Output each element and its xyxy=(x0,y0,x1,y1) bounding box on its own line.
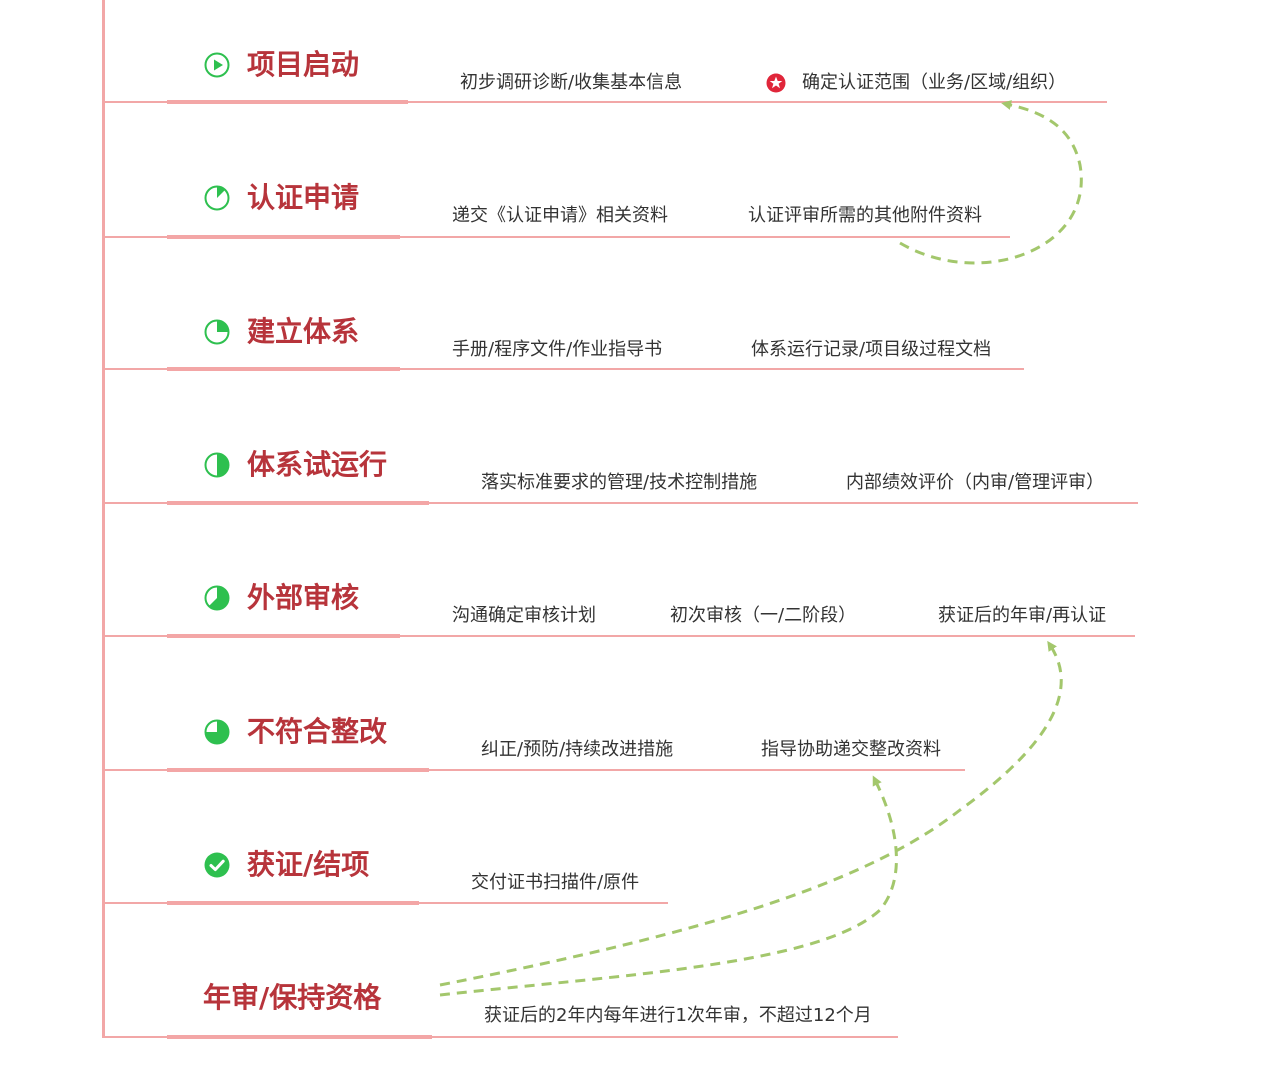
stage-underline xyxy=(167,235,400,239)
stage-item: 获证后的2年内每年进行1次年审，不超过12个月 xyxy=(484,1005,872,1026)
stage-item: 获证后的年审/再认证 xyxy=(938,605,1107,626)
arrow-annual-to-recert xyxy=(439,640,1063,987)
star-icon xyxy=(766,73,786,93)
stage-title-apply: 认证申请 xyxy=(247,181,360,214)
stage-title-certified: 获证/结项 xyxy=(247,848,370,881)
stage-item: 初步调研诊断/收集基本信息 xyxy=(460,72,683,93)
stage-title-build: 建立体系 xyxy=(247,315,360,348)
pie-75-percent-icon xyxy=(204,719,230,745)
stage-item: 内部绩效评价（内审/管理评审） xyxy=(846,472,1105,493)
stage-item: 递交《认证申请》相关资料 xyxy=(452,205,668,226)
timeline-trunk xyxy=(102,0,105,1038)
pie-50-percent-icon xyxy=(204,452,230,478)
branch-line xyxy=(104,769,965,771)
branch-line xyxy=(104,502,1138,504)
stage-item: 落实标准要求的管理/技术控制措施 xyxy=(481,472,758,493)
check-circle-icon xyxy=(204,852,230,878)
arrow-apply-to-scope xyxy=(899,100,1083,265)
stage-title-rectify: 不符合整改 xyxy=(247,715,388,748)
branch-line xyxy=(104,1036,898,1038)
stage-item: 认证评审所需的其他附件资料 xyxy=(748,205,982,226)
branch-line xyxy=(104,635,1135,637)
pie-62-percent-icon xyxy=(204,585,230,611)
branch-line xyxy=(104,368,1024,370)
stage-underline xyxy=(167,901,419,905)
stage-underline xyxy=(167,768,429,772)
stage-item: 沟通确定审核计划 xyxy=(452,605,596,626)
stage-underline xyxy=(167,100,408,104)
branch-line xyxy=(104,236,1010,238)
stage-item: 初次审核（一/二阶段） xyxy=(670,605,857,626)
stage-title-audit: 外部审核 xyxy=(247,581,360,614)
stage-item: 纠正/预防/持续改进措施 xyxy=(481,739,674,760)
stage-underline xyxy=(167,634,400,638)
stage-underline xyxy=(167,367,400,371)
arrow-annual-to-rectify xyxy=(439,775,898,997)
stage-title-trial: 体系试运行 xyxy=(247,448,388,481)
stage-item: 体系运行记录/项目级过程文档 xyxy=(751,339,992,360)
stage-title-start: 项目启动 xyxy=(247,48,360,81)
stage-underline xyxy=(167,501,429,505)
branch-line xyxy=(104,101,1107,103)
stage-item: 交付证书扫描件/原件 xyxy=(471,872,640,893)
stage-underline xyxy=(167,1035,432,1039)
pie-12-percent-icon xyxy=(204,185,230,211)
play-icon xyxy=(204,52,230,78)
stage-item: 确定认证范围（业务/区域/组织） xyxy=(802,72,1067,93)
pie-25-percent-icon xyxy=(204,319,230,345)
stage-title-annual-review: 年审/保持资格 xyxy=(203,981,382,1014)
stage-item: 手册/程序文件/作业指导书 xyxy=(452,339,663,360)
stage-item: 指导协助递交整改资料 xyxy=(761,739,941,760)
